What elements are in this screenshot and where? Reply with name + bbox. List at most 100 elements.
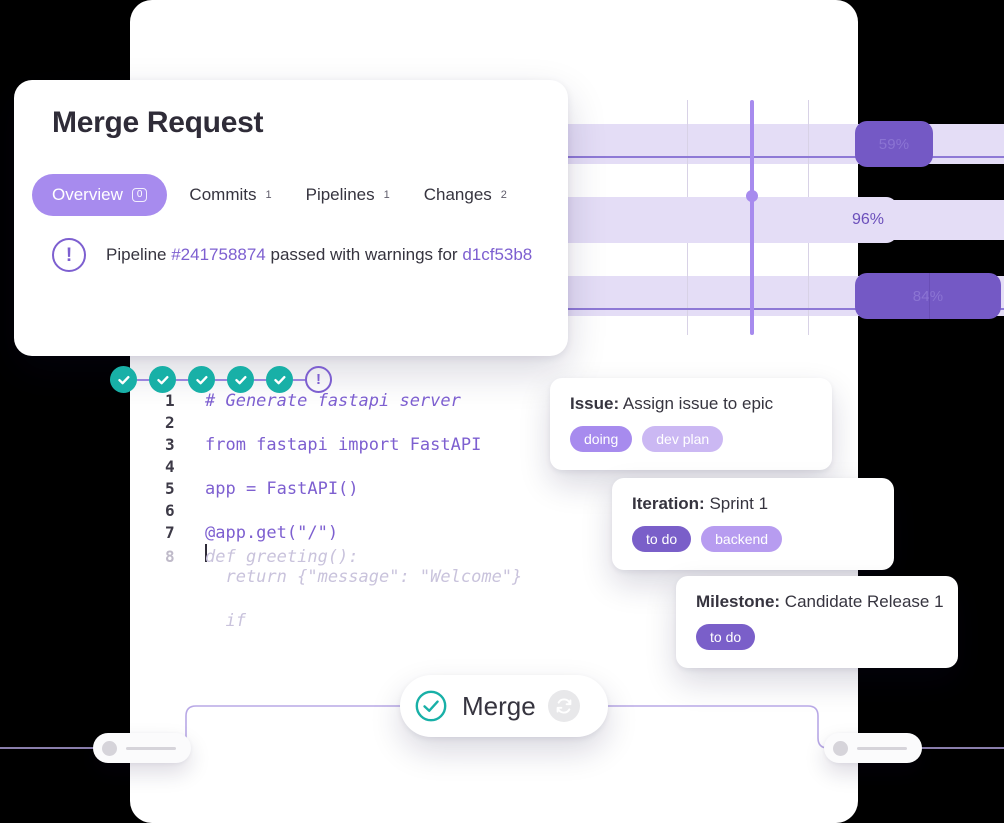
branch-avatar-icon bbox=[833, 740, 848, 756]
code-line: 7 @app.get("/") bbox=[165, 522, 522, 544]
tag-to-do[interactable]: to do bbox=[632, 526, 692, 552]
tag-backend[interactable]: backend bbox=[701, 526, 783, 552]
milestone-card-tags: to do bbox=[696, 624, 938, 650]
line-number: 2 bbox=[165, 413, 175, 432]
milestone-card-name: Candidate Release 1 bbox=[780, 592, 944, 611]
branch-pill-left[interactable] bbox=[93, 733, 191, 763]
sync-icon[interactable] bbox=[547, 690, 580, 722]
pipeline-commit-link[interactable]: d1cf53b8 bbox=[462, 245, 533, 264]
pipeline-stage-passed-5[interactable] bbox=[266, 366, 293, 393]
tab-pipelines[interactable]: Pipelines 1 bbox=[306, 185, 390, 205]
code-line: 8 def greeting(): bbox=[165, 544, 522, 567]
code-line: 5 app = FastAPI() bbox=[165, 478, 522, 500]
line-text: # Generate fastapi server bbox=[205, 391, 461, 411]
code-line: if bbox=[165, 610, 522, 632]
pipeline-stage-list: ! bbox=[110, 366, 332, 393]
check-icon bbox=[234, 375, 246, 384]
chart-bar-divider bbox=[929, 273, 930, 319]
sync-icon-glyph bbox=[556, 698, 572, 714]
code-line bbox=[165, 588, 522, 610]
chart-bar-row-2: 96% bbox=[558, 197, 898, 243]
issue-card-name: Assign issue to epic bbox=[619, 394, 774, 413]
chart-value-label-3: 84% bbox=[912, 287, 944, 305]
branch-avatar-icon bbox=[102, 740, 117, 756]
check-icon bbox=[195, 375, 207, 384]
line-text: def greeting(): bbox=[205, 547, 359, 567]
iteration-card-tags: to do backend bbox=[632, 526, 874, 552]
check-icon bbox=[117, 375, 129, 384]
chart-value-label-2: 96% bbox=[851, 211, 884, 228]
pipeline-stage-connector bbox=[137, 378, 149, 381]
pipeline-stage-passed-4[interactable] bbox=[227, 366, 254, 393]
branch-pill-right[interactable] bbox=[824, 733, 922, 763]
chart-value-label-1: 59% bbox=[878, 135, 910, 153]
tab-changes[interactable]: Changes 2 bbox=[424, 185, 507, 205]
line-text: app = FastAPI() bbox=[205, 479, 359, 499]
milestone-card[interactable]: Milestone: Candidate Release 1 to do bbox=[676, 576, 958, 668]
code-line: 4 bbox=[165, 456, 522, 478]
pipeline-id-link[interactable]: #241758874 bbox=[171, 245, 266, 264]
tab-pipelines-badge: 1 bbox=[383, 189, 390, 201]
code-line: 3 from fastapi import FastAPI bbox=[165, 434, 522, 456]
chart-today-marker-handle[interactable] bbox=[746, 190, 758, 202]
line-number: 7 bbox=[165, 523, 175, 542]
pipeline-stage-connector bbox=[293, 378, 305, 381]
issue-card-title: Issue: Assign issue to epic bbox=[570, 394, 812, 414]
pipeline-stage-passed-2[interactable] bbox=[149, 366, 176, 393]
line-text: from fastapi import FastAPI bbox=[205, 435, 482, 455]
merge-button[interactable]: Merge bbox=[400, 675, 608, 737]
tab-commits-label: Commits bbox=[189, 185, 257, 204]
code-editor[interactable]: 1 # Generate fastapi server 2 3 from fas… bbox=[165, 390, 522, 632]
milestone-card-kind: Milestone: bbox=[696, 592, 781, 611]
pipeline-stage-passed-1[interactable] bbox=[110, 366, 137, 393]
pipeline-stage-connector bbox=[254, 378, 266, 381]
line-number: 8 bbox=[165, 547, 175, 566]
merge-button-label: Merge bbox=[462, 690, 536, 721]
tab-changes-label: Changes bbox=[423, 185, 492, 204]
issue-card[interactable]: Issue: Assign issue to epic doing dev pl… bbox=[550, 378, 832, 470]
pipeline-stage-warning[interactable]: ! bbox=[305, 366, 332, 393]
tab-commits-badge: 1 bbox=[265, 189, 272, 201]
branch-label-placeholder bbox=[126, 746, 176, 750]
check-circle-icon bbox=[415, 690, 447, 722]
check-icon bbox=[156, 375, 168, 384]
tag-doing[interactable]: doing bbox=[570, 426, 633, 452]
check-icon bbox=[273, 375, 285, 384]
tag-dev-plan[interactable]: dev plan bbox=[642, 426, 724, 452]
line-text: if bbox=[205, 611, 246, 631]
tab-overview-label: Overview bbox=[52, 185, 123, 204]
code-line: 1 # Generate fastapi server bbox=[165, 390, 522, 412]
progress-chart: 96% 59% 84% bbox=[550, 90, 1004, 345]
iteration-card[interactable]: Iteration: Sprint 1 to do backend bbox=[612, 478, 894, 570]
line-number: 5 bbox=[165, 479, 175, 498]
tab-overview-badge: 0 bbox=[131, 188, 148, 202]
chart-bar-row-3: 84% bbox=[855, 273, 1001, 319]
pipeline-prefix: Pipeline bbox=[106, 245, 172, 264]
warning-icon-glyph: ! bbox=[316, 371, 321, 388]
code-line: 2 bbox=[165, 412, 522, 434]
pipeline-stage-connector bbox=[215, 378, 227, 381]
line-number: 3 bbox=[165, 435, 175, 454]
pipeline-status-text: Pipeline #241758874 passed with warnings… bbox=[106, 245, 532, 265]
tab-overview[interactable]: Overview 0 bbox=[32, 174, 168, 216]
milestone-card-title: Milestone: Candidate Release 1 bbox=[696, 592, 944, 612]
tab-changes-badge: 2 bbox=[500, 189, 507, 201]
warning-icon: ! bbox=[52, 238, 86, 272]
code-line: return {"message": "Welcome"} bbox=[165, 566, 522, 588]
line-text: return {"message": "Welcome"} bbox=[205, 567, 523, 587]
chart-bar-row-1: 59% bbox=[855, 121, 933, 167]
code-line: 6 bbox=[165, 500, 522, 522]
chart-today-marker[interactable] bbox=[750, 100, 754, 335]
pipeline-middle: passed with warnings for bbox=[265, 245, 463, 264]
iteration-card-title: Iteration: Sprint 1 bbox=[632, 494, 874, 514]
pipeline-stage-passed-3[interactable] bbox=[188, 366, 215, 393]
page-title: Merge Request bbox=[52, 106, 264, 139]
line-number: 1 bbox=[165, 391, 175, 410]
tab-pipelines-label: Pipelines bbox=[305, 185, 375, 204]
tag-to-do[interactable]: to do bbox=[696, 624, 756, 650]
tab-commits[interactable]: Commits 1 bbox=[189, 185, 271, 205]
branch-label-placeholder bbox=[857, 746, 907, 750]
pipeline-status: ! Pipeline #241758874 passed with warnin… bbox=[52, 238, 532, 272]
pipeline-stage-connector bbox=[176, 378, 188, 381]
